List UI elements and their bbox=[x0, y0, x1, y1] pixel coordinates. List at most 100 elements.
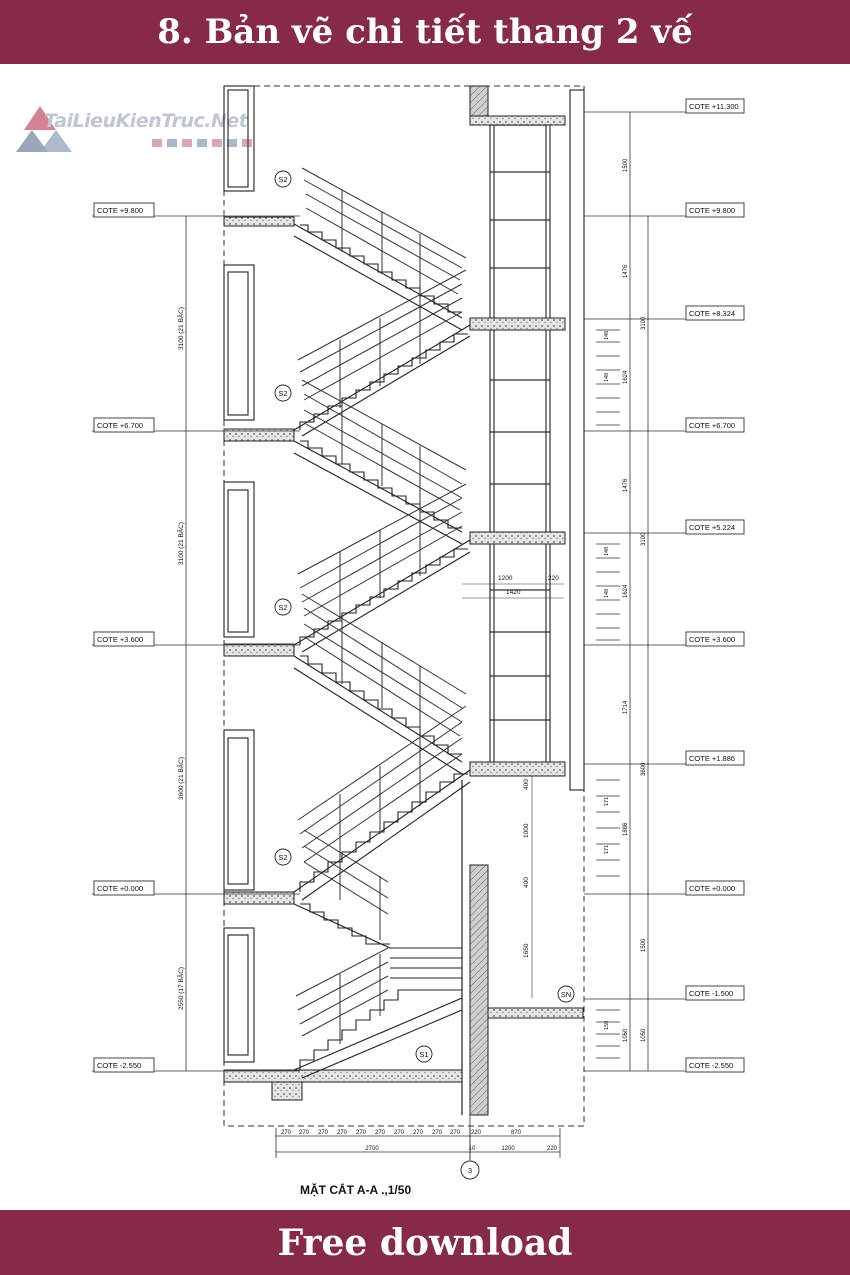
step-dim: 148 bbox=[604, 547, 610, 556]
cote-label: COTE +11.300 bbox=[689, 102, 739, 111]
cote-label: COTE +0.000 bbox=[689, 884, 735, 893]
dim-label: 1050 bbox=[641, 1028, 647, 1042]
inner-dim: 1420 bbox=[506, 589, 521, 596]
dim-label: 1624 bbox=[623, 584, 629, 598]
section-tag: SN bbox=[561, 990, 571, 999]
cote-label: COTE +1.886 bbox=[689, 754, 735, 763]
dim-label: 1886 bbox=[623, 822, 629, 836]
cote-label: COTE +3.600 bbox=[689, 635, 735, 644]
download-banner[interactable]: Free download bbox=[0, 1210, 850, 1275]
right-cote-lines bbox=[584, 111, 744, 1072]
dim-label: 1476 bbox=[623, 264, 629, 278]
bottom-total-labels: 2700 10 1200 220 bbox=[365, 1146, 557, 1152]
left-cote-labels: COTE +9.800 COTE +6.700 COTE +3.600 COTE… bbox=[97, 206, 143, 1070]
window-panels bbox=[223, 85, 255, 1063]
flight-label: 3100 (21 BẬC) bbox=[176, 307, 185, 350]
cote-label: COTE +8.324 bbox=[689, 309, 735, 318]
step-dim: 171 bbox=[604, 845, 610, 854]
dim-label: 1500 bbox=[641, 938, 647, 952]
dim-label: 1050 bbox=[623, 1028, 629, 1042]
grid-axis-label: 3 bbox=[468, 1166, 472, 1175]
section-tag: S1 bbox=[419, 1050, 428, 1059]
right-dim-labels: 1500 1476 3100 1624 1476 3100 1624 1714 … bbox=[623, 158, 647, 1042]
section-tag: S2 bbox=[278, 603, 287, 612]
dim-label: 1624 bbox=[623, 370, 629, 384]
step-dim: 148 bbox=[604, 373, 610, 382]
title-banner: 8. Bản vẽ chi tiết thang 2 vế bbox=[0, 0, 850, 64]
cote-label: COTE -2.550 bbox=[97, 1061, 141, 1070]
bottom-step: 270 bbox=[394, 1130, 405, 1136]
bottom-step: 870 bbox=[511, 1130, 522, 1136]
dim-label: 3600 bbox=[641, 762, 647, 776]
bottom-total: 220 bbox=[547, 1146, 558, 1152]
dim-label: 1476 bbox=[623, 478, 629, 492]
dim-label: 1500 bbox=[623, 158, 629, 172]
bottom-total: 2700 bbox=[365, 1146, 379, 1152]
section-tag-labels: S2 S2 S2 S2 S1 SN 3 bbox=[278, 175, 571, 1175]
cote-label: COTE +9.800 bbox=[97, 206, 143, 215]
bottom-total: 1200 bbox=[501, 1146, 515, 1152]
step-dim-labels: 148 148 148 148 171 171 150 bbox=[604, 331, 610, 1030]
logo-text: TaiLieuKienTruc.Net bbox=[44, 110, 248, 132]
cote-label: COTE +6.700 bbox=[97, 421, 143, 430]
right-cote-boxes bbox=[685, 98, 745, 1073]
flight-label: 2550 (17 BẬC) bbox=[176, 967, 185, 1010]
dim-label: 3100 bbox=[641, 532, 647, 546]
flight-label: 3100 (21 BẬC) bbox=[176, 522, 185, 565]
section-tag: S2 bbox=[278, 853, 287, 862]
cote-label: COTE +9.800 bbox=[689, 206, 735, 215]
download-label[interactable]: Free download bbox=[277, 1221, 573, 1264]
cote-label: COTE +5.224 bbox=[689, 523, 735, 532]
cote-label: COTE +3.600 bbox=[97, 635, 143, 644]
bottom-step: 270 bbox=[450, 1130, 461, 1136]
flight-label: 3600 (21 BẬC) bbox=[176, 757, 185, 800]
step-dim: 148 bbox=[604, 331, 610, 340]
inner-dim-lines bbox=[462, 583, 564, 998]
bottom-step: 270 bbox=[413, 1130, 424, 1136]
drawing-caption: MẶT CẮT A-A .,1/50 bbox=[300, 1183, 412, 1197]
step-dim: 150 bbox=[604, 1021, 610, 1030]
bottom-step: 270 bbox=[356, 1130, 367, 1136]
inner-dim: 400 bbox=[523, 779, 530, 790]
cote-label: COTE +6.700 bbox=[689, 421, 735, 430]
logo-color-strip bbox=[152, 139, 252, 147]
left-cote-boxes bbox=[93, 202, 155, 1073]
step-dim: 171 bbox=[604, 797, 610, 806]
step-ticks bbox=[596, 329, 620, 1059]
cote-label: COTE -1.500 bbox=[689, 989, 733, 998]
elevator-shaft bbox=[489, 89, 585, 791]
section-drawing: COTE +9.800 COTE +6.700 COTE +3.600 COTE… bbox=[92, 85, 745, 1180]
bottom-total: 10 bbox=[469, 1146, 476, 1152]
bottom-step: 270 bbox=[337, 1130, 348, 1136]
inner-dim: 400 bbox=[523, 877, 530, 888]
right-cote-labels: COTE +11.300 COTE +9.800 COTE +8.324 COT… bbox=[689, 102, 739, 1070]
page-title: 8. Bản vẽ chi tiết thang 2 vế bbox=[157, 12, 693, 52]
bottom-step: 220 bbox=[471, 1130, 482, 1136]
bottom-step: 270 bbox=[299, 1130, 310, 1136]
core-wall bbox=[469, 85, 489, 117]
watermark-logo-icon bbox=[16, 106, 72, 152]
section-tag: S2 bbox=[278, 389, 287, 398]
bottom-step-labels: 270 270 270 270 270 270 270 270 270 270 … bbox=[281, 1130, 522, 1136]
stair-flights bbox=[293, 223, 471, 1079]
inner-dim: 1650 bbox=[523, 943, 530, 958]
inner-dim: 1000 bbox=[523, 823, 530, 838]
bottom-step: 270 bbox=[318, 1130, 329, 1136]
bottom-step: 270 bbox=[281, 1130, 292, 1136]
inner-dim: 220 bbox=[548, 575, 559, 582]
dim-label: 1714 bbox=[623, 700, 629, 714]
bottom-step: 270 bbox=[432, 1130, 443, 1136]
handrails bbox=[295, 167, 467, 1044]
landing-slabs bbox=[223, 115, 584, 1101]
inner-dim-labels: 1200 220 1420 400 1000 400 1650 bbox=[498, 575, 559, 958]
dim-label: 3100 bbox=[641, 316, 647, 330]
cote-label: COTE +0.000 bbox=[97, 884, 143, 893]
section-tag: S2 bbox=[278, 175, 287, 184]
core-wall-lower bbox=[469, 864, 489, 1116]
step-dim: 148 bbox=[604, 589, 610, 598]
cote-label: COTE -2.550 bbox=[689, 1061, 733, 1070]
section-tags bbox=[274, 170, 575, 1180]
inner-dim: 1200 bbox=[498, 575, 513, 582]
flight-labels: 3100 (21 BẬC) 3100 (21 BẬC) 3600 (21 BẬC… bbox=[176, 307, 185, 1010]
bottom-step: 270 bbox=[375, 1130, 386, 1136]
